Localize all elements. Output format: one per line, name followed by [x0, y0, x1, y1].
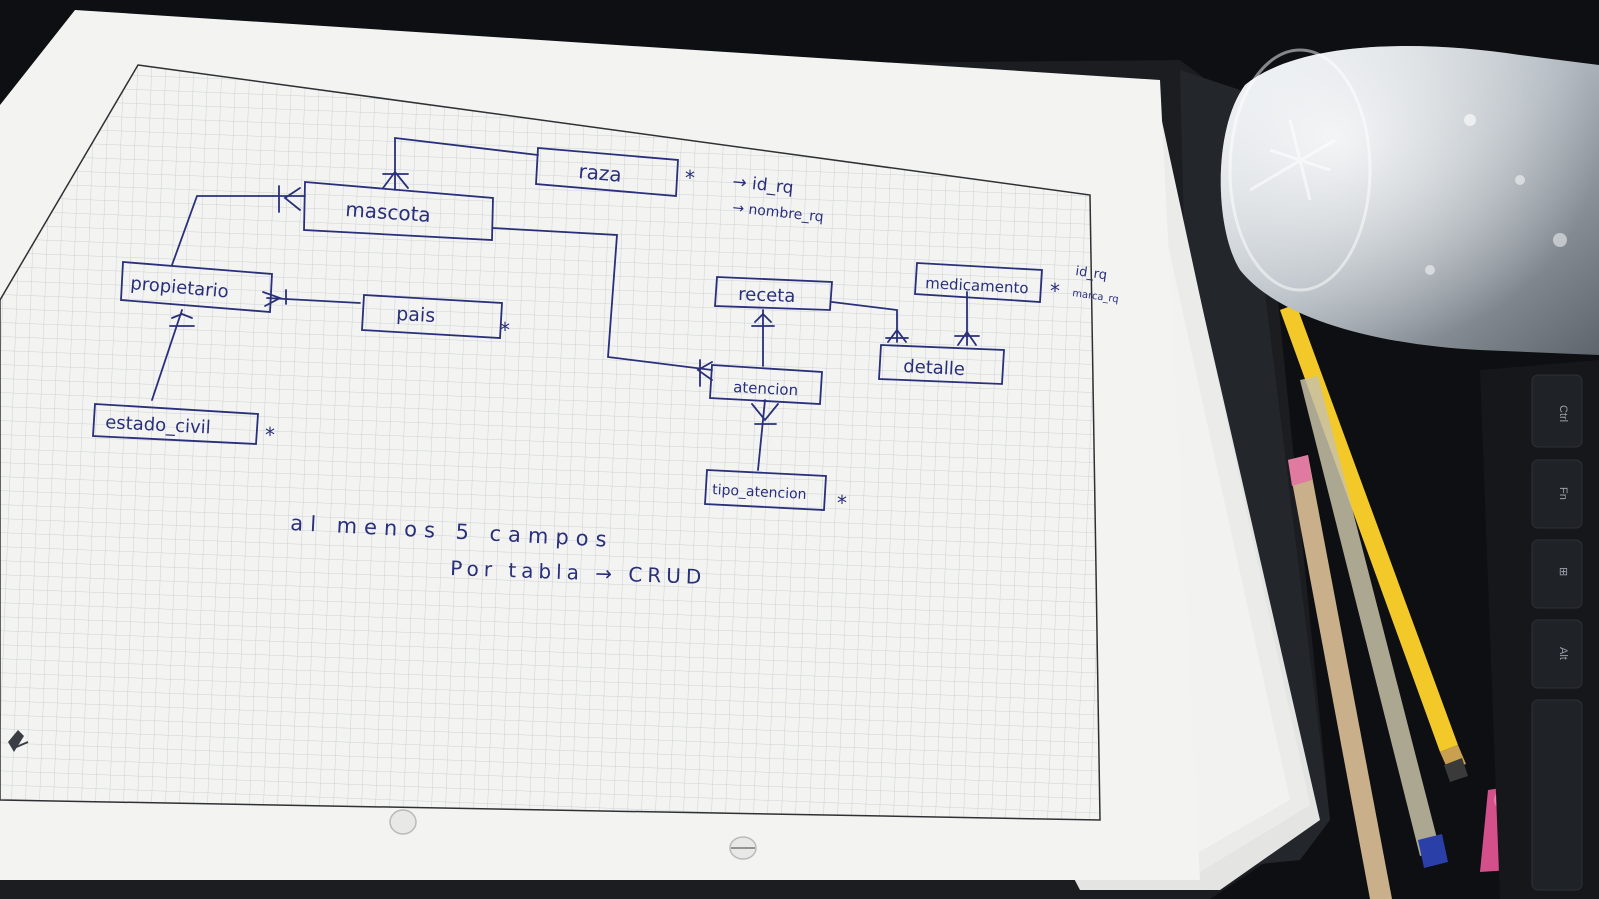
crowfoot-propietario-estado [169, 313, 195, 327]
box-propietario [120, 261, 273, 313]
crowfoot-mascota-raza [382, 170, 409, 189]
box-mascota [303, 181, 494, 241]
key-fn-label: Fn [1557, 487, 1569, 500]
crowfoot-mascota-propietario [278, 185, 301, 213]
line-mascota-atencion [492, 227, 713, 371]
key-ctrl-label: Ctrl [1557, 405, 1569, 422]
entity-markers: * * * * * [265, 166, 1060, 515]
crowfoot-atencion-tipo [751, 403, 779, 425]
line-mascota-propietario [171, 195, 306, 266]
box-pais [361, 294, 503, 339]
key-win-label: ⊞ [1557, 567, 1569, 576]
box-receta [714, 276, 833, 311]
marker-raza: * [685, 166, 695, 190]
marker-medicamento: * [1050, 279, 1060, 303]
crowfoot-detalle-receta [885, 328, 909, 343]
line-propietario-estado-civil [151, 309, 183, 401]
key-alt [1531, 619, 1583, 689]
label-atencion: atencion [733, 378, 799, 399]
pen-pink [1288, 455, 1392, 899]
keyboard: Ctrl Fn ⊞ Alt [1480, 360, 1599, 899]
label-detalle: detalle [903, 356, 966, 380]
crowfoot-atencion-mascota [696, 359, 713, 387]
label-receta: receta [738, 284, 796, 307]
pen-clear [1300, 376, 1448, 868]
key-fn [1531, 459, 1583, 529]
label-mascota: mascota [345, 197, 432, 227]
key-ctrl [1531, 374, 1583, 448]
paper-logo-icon [8, 730, 29, 752]
water-bottle [1220, 46, 1599, 355]
box-detalle [878, 344, 1005, 385]
main-sheet [0, 10, 1200, 880]
label-pais: pais [396, 303, 436, 327]
box-tipo-atencion [704, 469, 827, 511]
key-win [1531, 539, 1583, 609]
marker-tipo-atencion: * [837, 491, 847, 515]
label-tipo-atencion: tipo_atencion [712, 482, 807, 503]
line-atencion-tipo [757, 399, 766, 471]
box-medicamento [914, 262, 1043, 303]
entity-labels: raza mascota propietario pais estado_civ… [105, 159, 1029, 503]
label-medicamento: medicamento [925, 274, 1029, 297]
key-alt-label: Alt [1557, 647, 1569, 660]
marker-estado-civil: * [265, 423, 275, 447]
crowfoot-atencion-receta [751, 312, 775, 327]
box-estado-civil [92, 403, 259, 445]
er-diagram [92, 136, 1043, 511]
label-raza: raza [578, 159, 623, 187]
line-propietario-pais [266, 297, 361, 304]
box-atencion [709, 364, 823, 405]
crowfoot-detalle-medicamento [954, 330, 980, 346]
marker-pais: * [500, 318, 510, 342]
medicamento-field-1: id_rq [1074, 264, 1108, 283]
box-raza [535, 147, 679, 197]
